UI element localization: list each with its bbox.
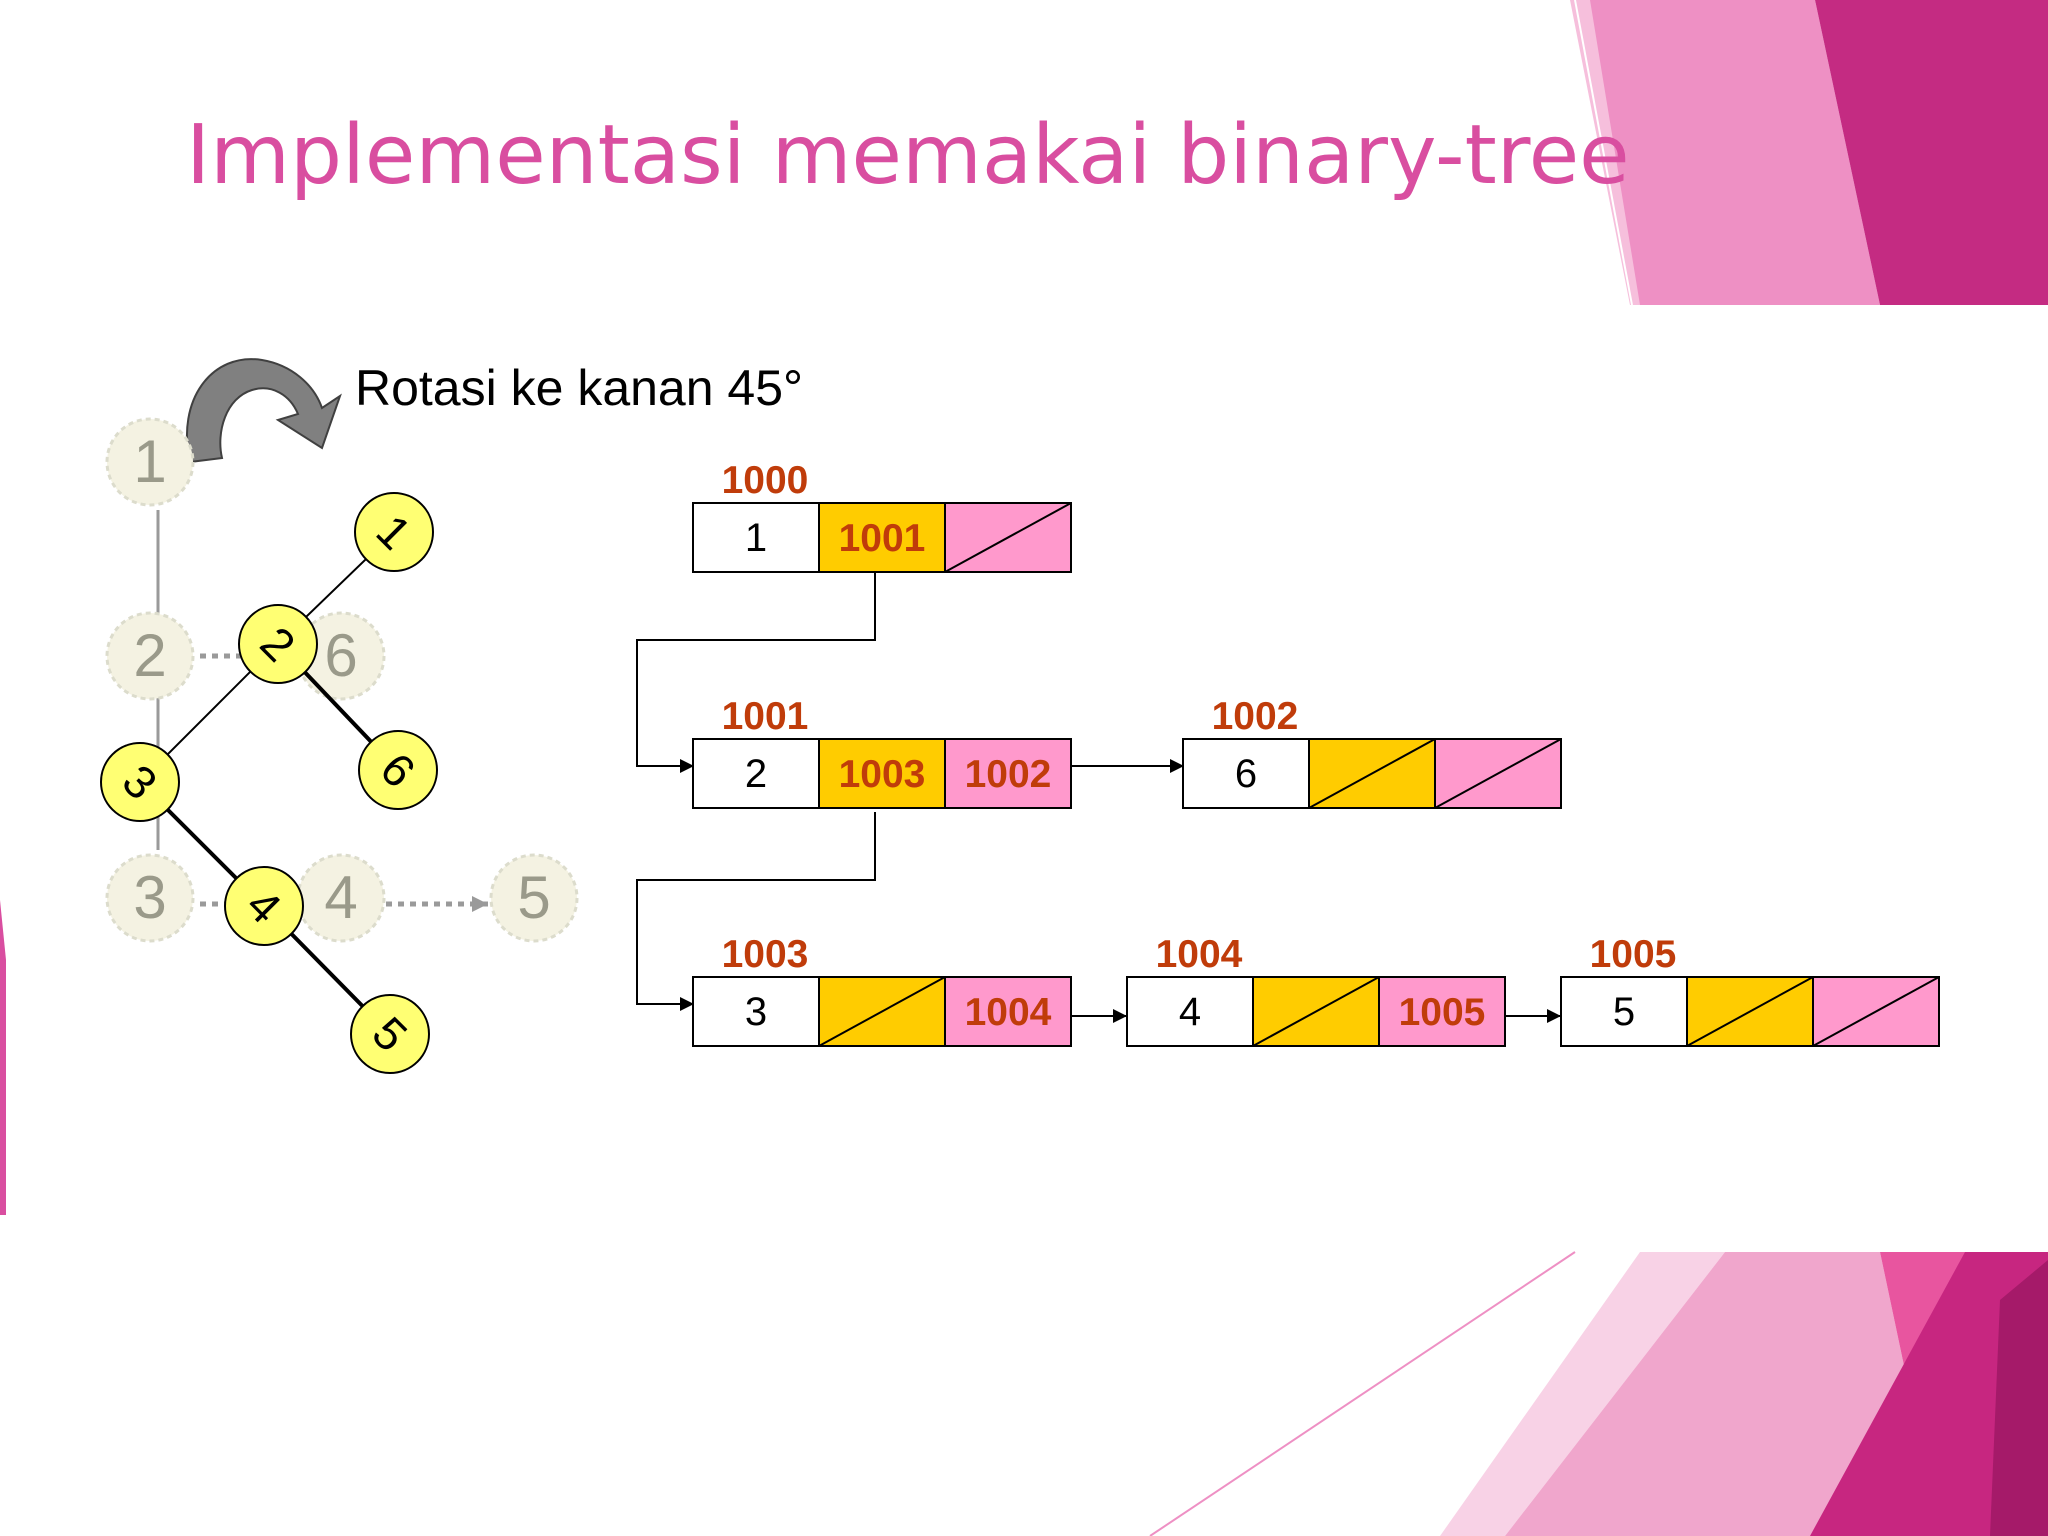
general-tree-node: 1: [107, 419, 193, 505]
node-address-label: 1003: [722, 933, 809, 976]
general-tree-node: 3: [107, 855, 193, 941]
node-address-label: 1004: [1156, 933, 1243, 976]
node-value: 4: [1179, 990, 1201, 1034]
node-address-label: 1000: [722, 459, 809, 502]
binary-tree-node: 4: [225, 867, 303, 945]
binary-tree-node: 6: [359, 731, 437, 809]
rotation-label: Rotasi ke kanan 45°: [355, 360, 803, 416]
node-address-label: 1001: [722, 695, 809, 738]
binary-tree-node: 1: [355, 493, 433, 571]
general-tree-node-label: 1: [133, 428, 166, 495]
node-left-pointer: 1001: [839, 517, 926, 560]
linked-node: 1002 6: [1183, 695, 1561, 808]
general-tree-node-label: 5: [517, 864, 550, 931]
general-tree-node-label: 4: [324, 864, 357, 931]
general-tree-node-label: 6: [324, 622, 357, 689]
binary-tree-node: 3: [101, 743, 179, 821]
binary-tree-node: 5: [351, 995, 429, 1073]
general-tree-node-label: 3: [133, 864, 166, 931]
node-right-pointer: 1005: [1399, 991, 1486, 1034]
linked-node: 1004 4 1005: [1127, 933, 1505, 1046]
node-value: 5: [1613, 990, 1635, 1034]
general-tree-node-label: 2: [133, 622, 166, 689]
node-address-label: 1005: [1590, 933, 1677, 976]
general-tree-node: 4: [298, 855, 384, 941]
node-right-pointer: 1002: [965, 753, 1052, 796]
general-tree-node: 2: [107, 613, 193, 699]
linked-node: 1003 3 1004: [693, 933, 1071, 1046]
node-value: 1: [745, 516, 767, 560]
linked-node: 1005 5: [1561, 933, 1939, 1046]
node-value: 6: [1235, 752, 1257, 796]
node-left-pointer: 1003: [839, 753, 926, 796]
linked-node: 1001 2 1003 1002: [693, 695, 1071, 808]
node-value: 2: [745, 752, 767, 796]
general-tree-node: 5: [491, 855, 577, 941]
node-address-label: 1002: [1212, 695, 1299, 738]
rotate-right-icon: [187, 359, 340, 462]
node-value: 3: [745, 990, 767, 1034]
binary-tree-node: 2: [239, 605, 317, 683]
node-right-pointer: 1004: [965, 991, 1052, 1034]
linked-node: 1000 1 1001: [693, 459, 1071, 572]
